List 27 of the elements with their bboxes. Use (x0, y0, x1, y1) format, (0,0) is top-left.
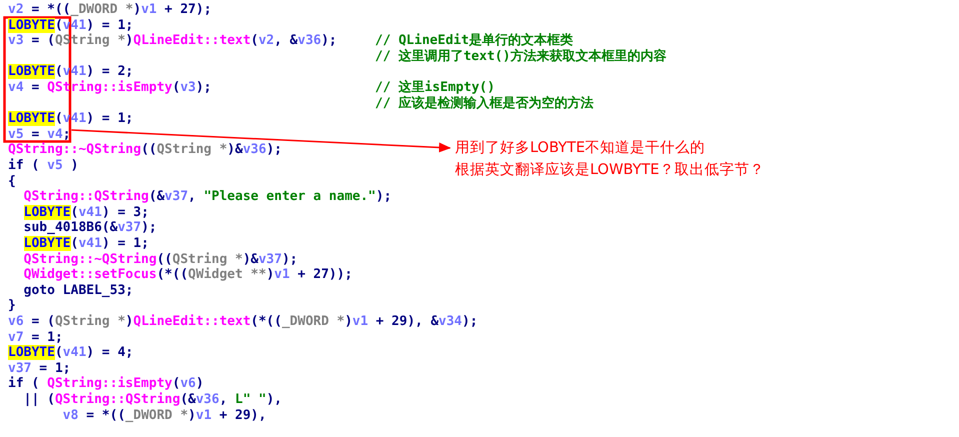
code-line: v5 = v4; (8, 126, 71, 142)
code-line: v6 = (QString *)QLineEdit::text(*((_DWORD *)v1 + 29), &v34); (8, 314, 478, 329)
annotation-text: 用到了好多LOBYTE不知道是干什么的 (455, 139, 706, 158)
code-line: QString::~QString((QString *)&v37); (22, 252, 298, 267)
code-line: QString::QString(&v37, "Please enter a name."); (22, 189, 392, 204)
code-comment: // 应该是检测输入框是否为空的方法 (375, 96, 594, 111)
code-line: v8 = *((_DWORD *)v1 + 29), (62, 408, 266, 423)
code-line: if ( QString::isEmpty(v6) (8, 376, 204, 392)
code-comment: // 这里isEmpty() (375, 80, 495, 95)
code-comment: // 这里调用了text()方法来获取文本框里的内容 (375, 48, 666, 64)
code-line: LOBYTE(v41) = 3; (22, 204, 149, 220)
code-line: || (QString::QString(&v36, L" "), (22, 392, 282, 407)
code-line: QString::~QString((QString *)&v36); (8, 142, 282, 158)
code-line: } (8, 298, 16, 314)
code-line: v7 = 1; (8, 330, 63, 345)
code-line: LOBYTE(v41) = 4; (8, 345, 134, 360)
code-comment: // QLineEdit是单行的文本框类 (375, 33, 573, 48)
arrow (71, 129, 451, 152)
code-line: goto LABEL_53; (22, 282, 134, 298)
code-line: LOBYTE(v41) = 1; (22, 236, 149, 251)
code-line: if ( v5 ) (8, 158, 78, 173)
code-line: { (8, 174, 16, 189)
code-line: sub_4018B6(&v37); (22, 220, 157, 236)
code-line: QWidget::setFocus(*((QWidget **)v1 + 27)); (22, 267, 352, 282)
annotation-text: 根据英文翻译应该是LOWBYTE？取出低字节？ (455, 160, 764, 180)
code-line: v2 = *((_DWORD *)v1 + 27); (8, 2, 212, 17)
code-line: v37 = 1; (8, 360, 71, 376)
